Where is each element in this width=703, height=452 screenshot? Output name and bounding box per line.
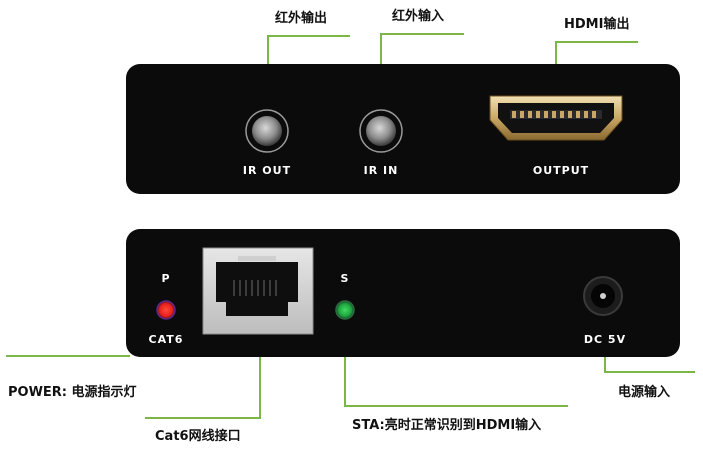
dc-in-leader <box>604 357 695 373</box>
dc-in-callout: 电源输入 <box>618 384 670 400</box>
ir-out-callout: 红外输出 <box>275 10 327 26</box>
dc-5v-label: DC 5V <box>584 333 626 346</box>
ir-out-leader <box>267 35 350 64</box>
ir-in-jack <box>359 109 403 153</box>
top-panel: IR OUT IR IN <box>126 64 680 194</box>
ir-in-label: IR IN <box>364 164 399 177</box>
hdmi-output-leader <box>555 41 638 64</box>
cat6-port-label: CAT6 <box>149 333 184 346</box>
ir-in-callout: 红外输入 <box>392 8 444 24</box>
power-led <box>156 300 176 320</box>
hdmi-output-callout: HDMI输出 <box>564 16 629 32</box>
cat6-leader <box>145 357 261 419</box>
power-led-callout: POWER: 电源指示灯 <box>8 384 137 400</box>
hdmi-output-label: OUTPUT <box>533 164 589 177</box>
bottom-panel: P CAT6 S DC <box>126 229 680 357</box>
ir-in-leader <box>380 33 464 64</box>
status-callout: STA:亮时正常识别到HDMI输入 <box>352 417 541 433</box>
dc-power-jack <box>583 276 623 316</box>
status-led <box>335 300 355 320</box>
cat6-callout: Cat6网线接口 <box>155 428 241 444</box>
power-led-label: P <box>161 272 170 285</box>
ir-out-label: IR OUT <box>243 164 291 177</box>
status-led-label: S <box>341 272 350 285</box>
hdmi-output-port <box>489 95 623 141</box>
ir-out-jack <box>245 109 289 153</box>
cat6-rj45-port <box>202 247 314 335</box>
status-leader <box>344 357 568 407</box>
